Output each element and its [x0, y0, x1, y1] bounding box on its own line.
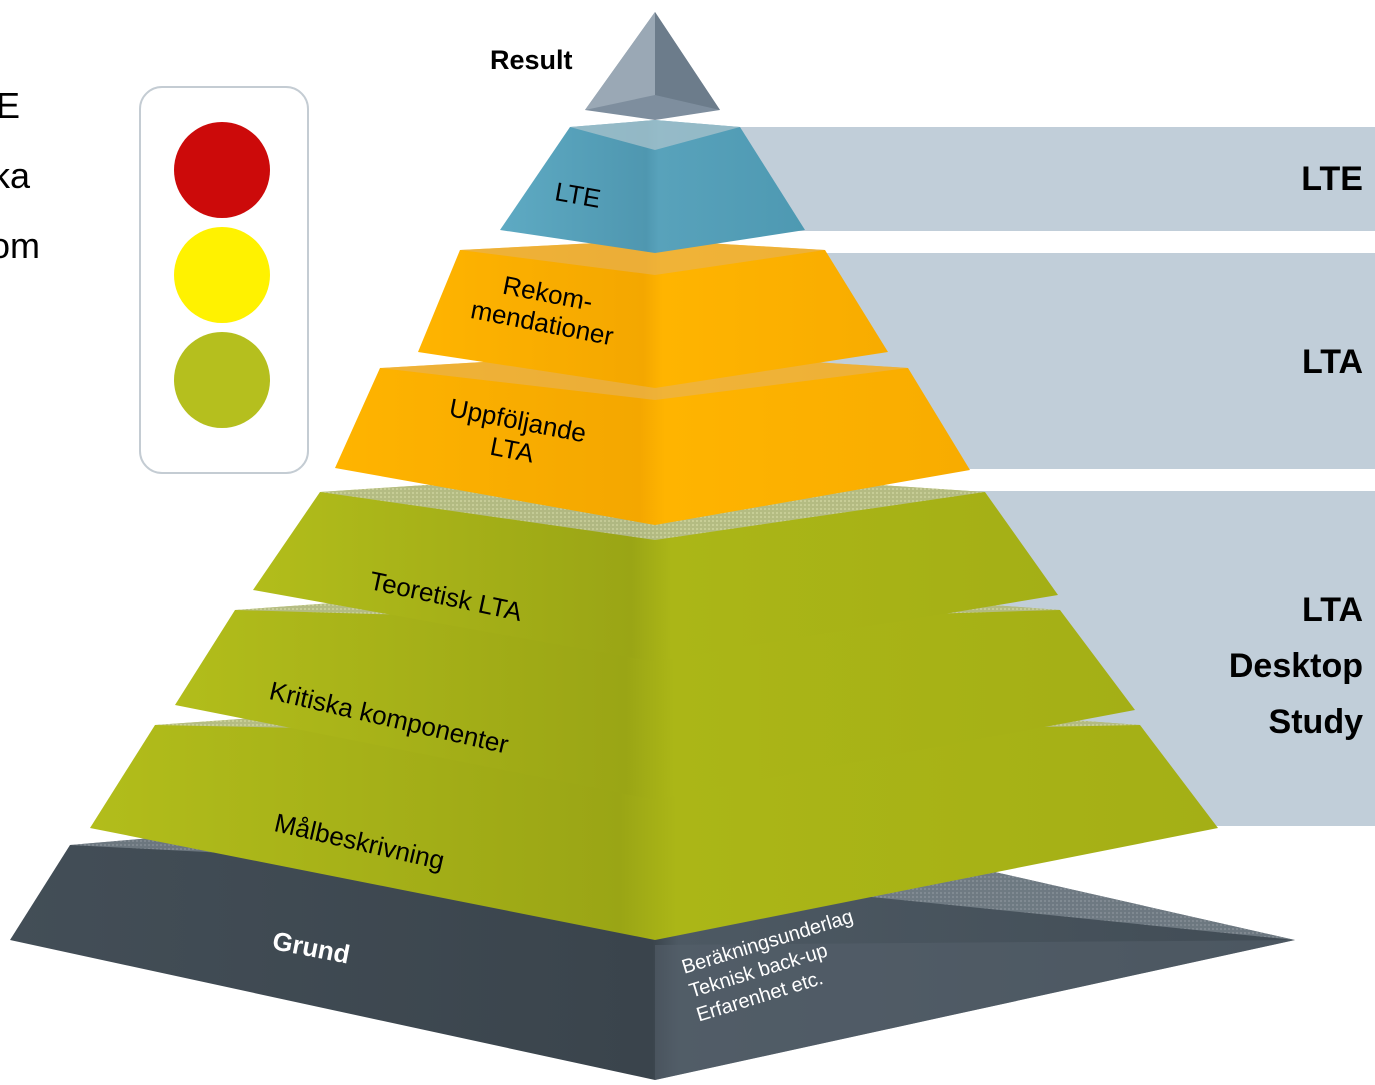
side-label-lte: LTE — [1301, 160, 1363, 198]
yellow-light-icon — [174, 227, 270, 323]
side-label-desktop-line-1: LTA — [1301, 591, 1363, 629]
cut-off-text-1: E — [0, 85, 21, 126]
cut-off-text-3: om — [0, 225, 41, 266]
result-label: Result — [490, 45, 573, 75]
side-label-desktop-line-3: Study — [1268, 703, 1363, 741]
side-label-desktop: LTA Desktop Study — [1229, 582, 1363, 750]
level-lte — [500, 120, 805, 253]
level-teoretisk — [253, 470, 1058, 662]
level-kritiska — [175, 580, 1135, 800]
cut-off-text-2: ka — [0, 155, 31, 196]
side-label-desktop-line-2: Desktop — [1228, 647, 1363, 685]
level-rekommendationer — [418, 240, 888, 388]
red-light-icon — [174, 122, 270, 218]
green-light-icon — [174, 332, 270, 428]
level-uppfoljande — [335, 352, 970, 525]
band-lte — [700, 127, 1375, 231]
level-malbeskrivning — [90, 690, 1218, 940]
side-label-lta: LTA — [1301, 343, 1363, 381]
